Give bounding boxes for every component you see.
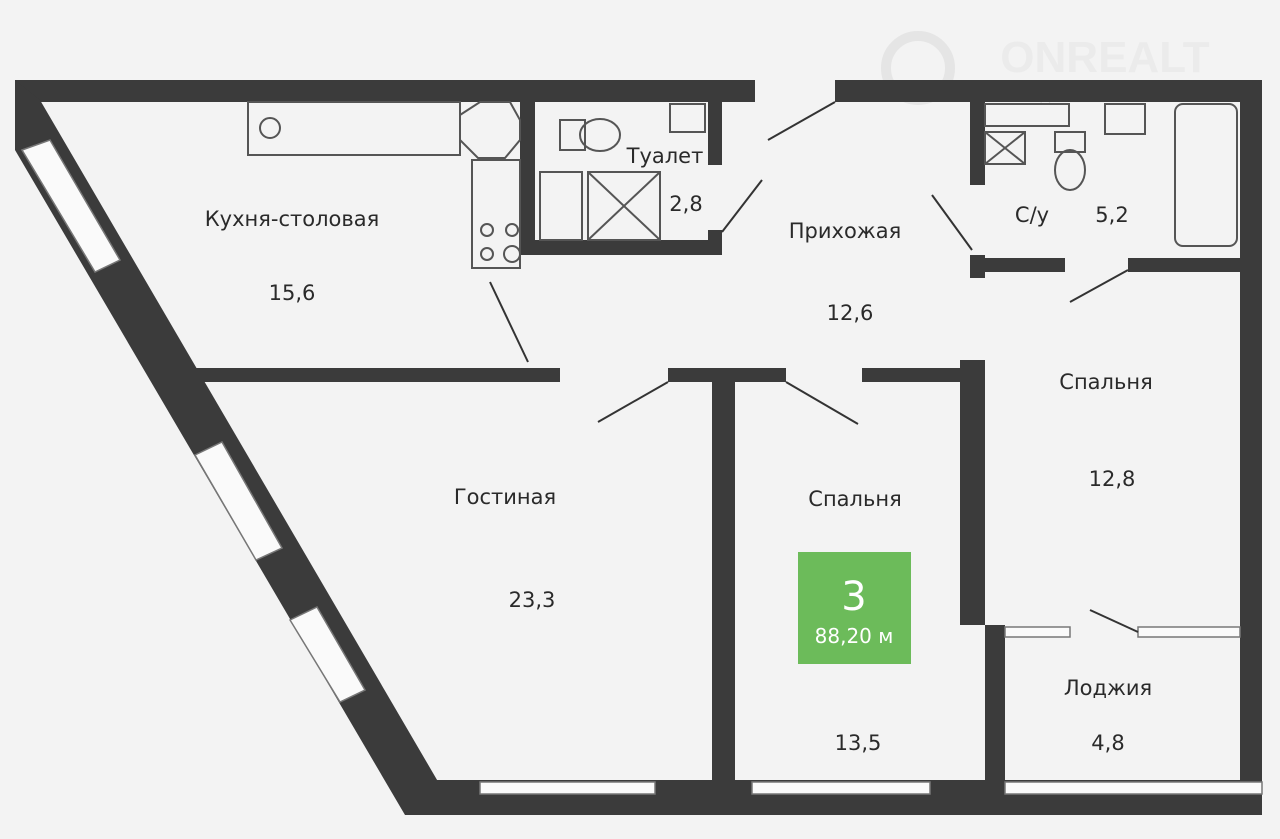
room-area-kitchen: 15,6 — [269, 281, 316, 305]
room-name-toilet: Туалет — [626, 144, 704, 168]
fixtures — [247, 101, 1238, 269]
room-area-hallway: 12,6 — [827, 301, 874, 325]
room-name-living: Гостиная — [454, 485, 556, 509]
room-name-hallway: Прихожая — [789, 219, 901, 243]
badge-room-count: 3 — [841, 574, 866, 620]
room-name-bedroom-right: Спальня — [1059, 370, 1152, 394]
room-area-bathroom: 5,2 — [1095, 203, 1128, 227]
doors — [489, 101, 1139, 633]
room-area-loggia: 4,8 — [1091, 731, 1124, 755]
room-area-toilet: 2,8 — [669, 192, 702, 216]
room-area-bedroom-right: 12,8 — [1089, 467, 1136, 491]
badge-total-area: 88,20 м — [815, 624, 894, 648]
room-area-bedroom-center: 13,5 — [835, 731, 882, 755]
room-name-bathroom: С/у — [1015, 203, 1049, 227]
watermark-brand: ONREALT — [1000, 33, 1210, 82]
room-name-kitchen: Кухня-столовая — [205, 207, 379, 231]
room-area-living: 23,3 — [509, 588, 556, 612]
apartment-badge: 3 88,20 м — [798, 552, 911, 664]
room-name-bedroom-center: Спальня — [808, 487, 901, 511]
walls — [15, 80, 1262, 815]
room-labels: Кухня-столовая 15,6 Туалет 2,8 Прихожая … — [205, 144, 1153, 755]
room-name-loggia: Лоджия — [1064, 676, 1152, 700]
